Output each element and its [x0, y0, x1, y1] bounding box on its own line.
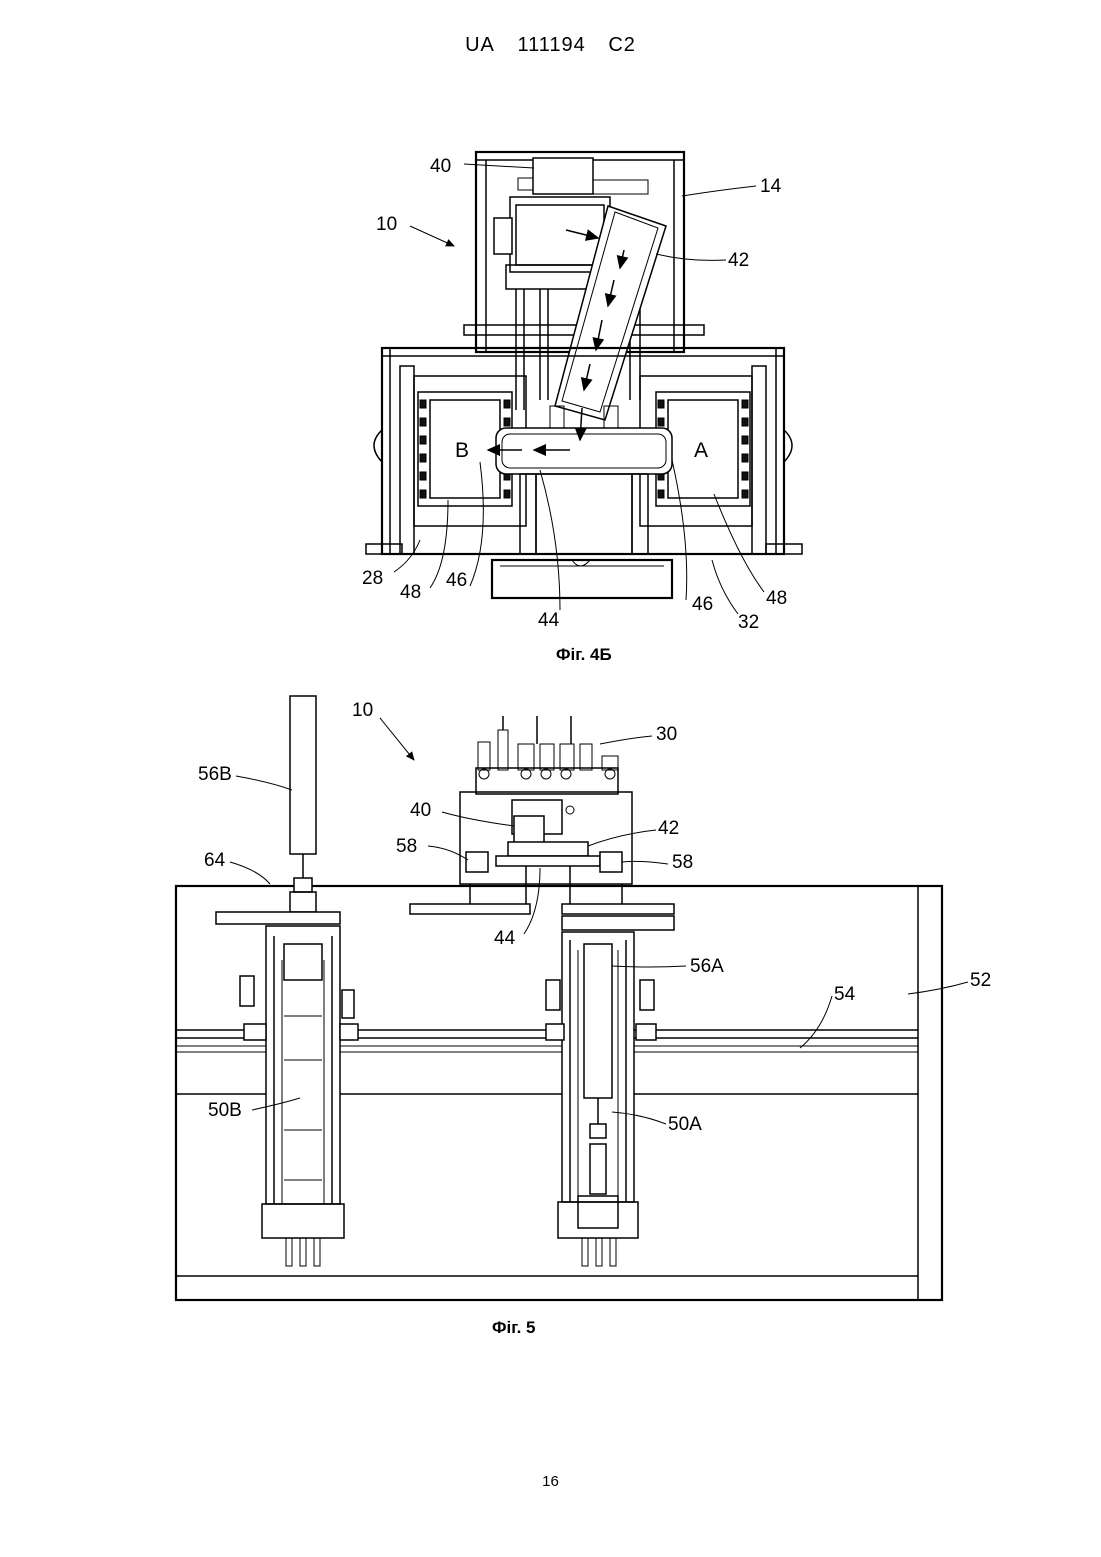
label-50a: 50A [668, 1114, 702, 1135]
transfer-tray-44 [496, 428, 672, 474]
label-14: 14 [760, 176, 782, 197]
motor-40 [533, 158, 593, 194]
label-10-fig5: 10 [352, 700, 373, 721]
cylinder-56b [290, 696, 316, 854]
label-44: 44 [538, 610, 560, 631]
label-zone-b: B [455, 439, 469, 462]
figure-4b-caption: Фіг. 4Б [556, 645, 612, 665]
label-40-fig5: 40 [410, 800, 431, 821]
label-56b: 56B [198, 764, 232, 785]
right-crossbar [562, 916, 674, 930]
figure-5-drawing: 10 30 56B 40 42 58 58 64 44 56A 52 54 50… [176, 696, 991, 1300]
label-42: 42 [728, 250, 749, 271]
left-crossbar [216, 912, 340, 924]
head-fittings [478, 716, 618, 779]
label-zone-a: A [694, 439, 708, 462]
label-58-right: 58 [672, 852, 693, 873]
label-30: 30 [656, 724, 677, 745]
figure-5-caption: Фіг. 5 [492, 1318, 536, 1338]
cylinder-56a [584, 944, 612, 1098]
label-58-left: 58 [396, 836, 417, 857]
label-32: 32 [738, 612, 759, 633]
label-46-right: 46 [692, 594, 713, 615]
label-10: 10 [376, 214, 397, 235]
label-56a: 56A [690, 956, 724, 977]
motor-40-fig5 [514, 816, 544, 844]
label-48-right: 48 [766, 588, 787, 609]
label-46-left: 46 [446, 570, 467, 591]
head-rail [410, 904, 530, 914]
label-48-left: 48 [400, 582, 421, 603]
label-52: 52 [970, 970, 991, 991]
label-64: 64 [204, 850, 226, 871]
label-44-fig5: 44 [494, 928, 516, 949]
tray-44-fig5 [496, 856, 600, 866]
label-50b: 50B [208, 1100, 242, 1121]
assembly-50b [266, 926, 340, 1204]
chute-42-fig5 [508, 842, 588, 856]
label-54: 54 [834, 984, 856, 1005]
label-40: 40 [430, 156, 451, 177]
page-number: 16 [0, 1473, 1101, 1490]
label-28: 28 [362, 568, 383, 589]
figure-4b-drawing: 40 10 14 42 B A 28 48 46 44 46 32 48 [362, 152, 802, 633]
label-42-fig5: 42 [658, 818, 679, 839]
